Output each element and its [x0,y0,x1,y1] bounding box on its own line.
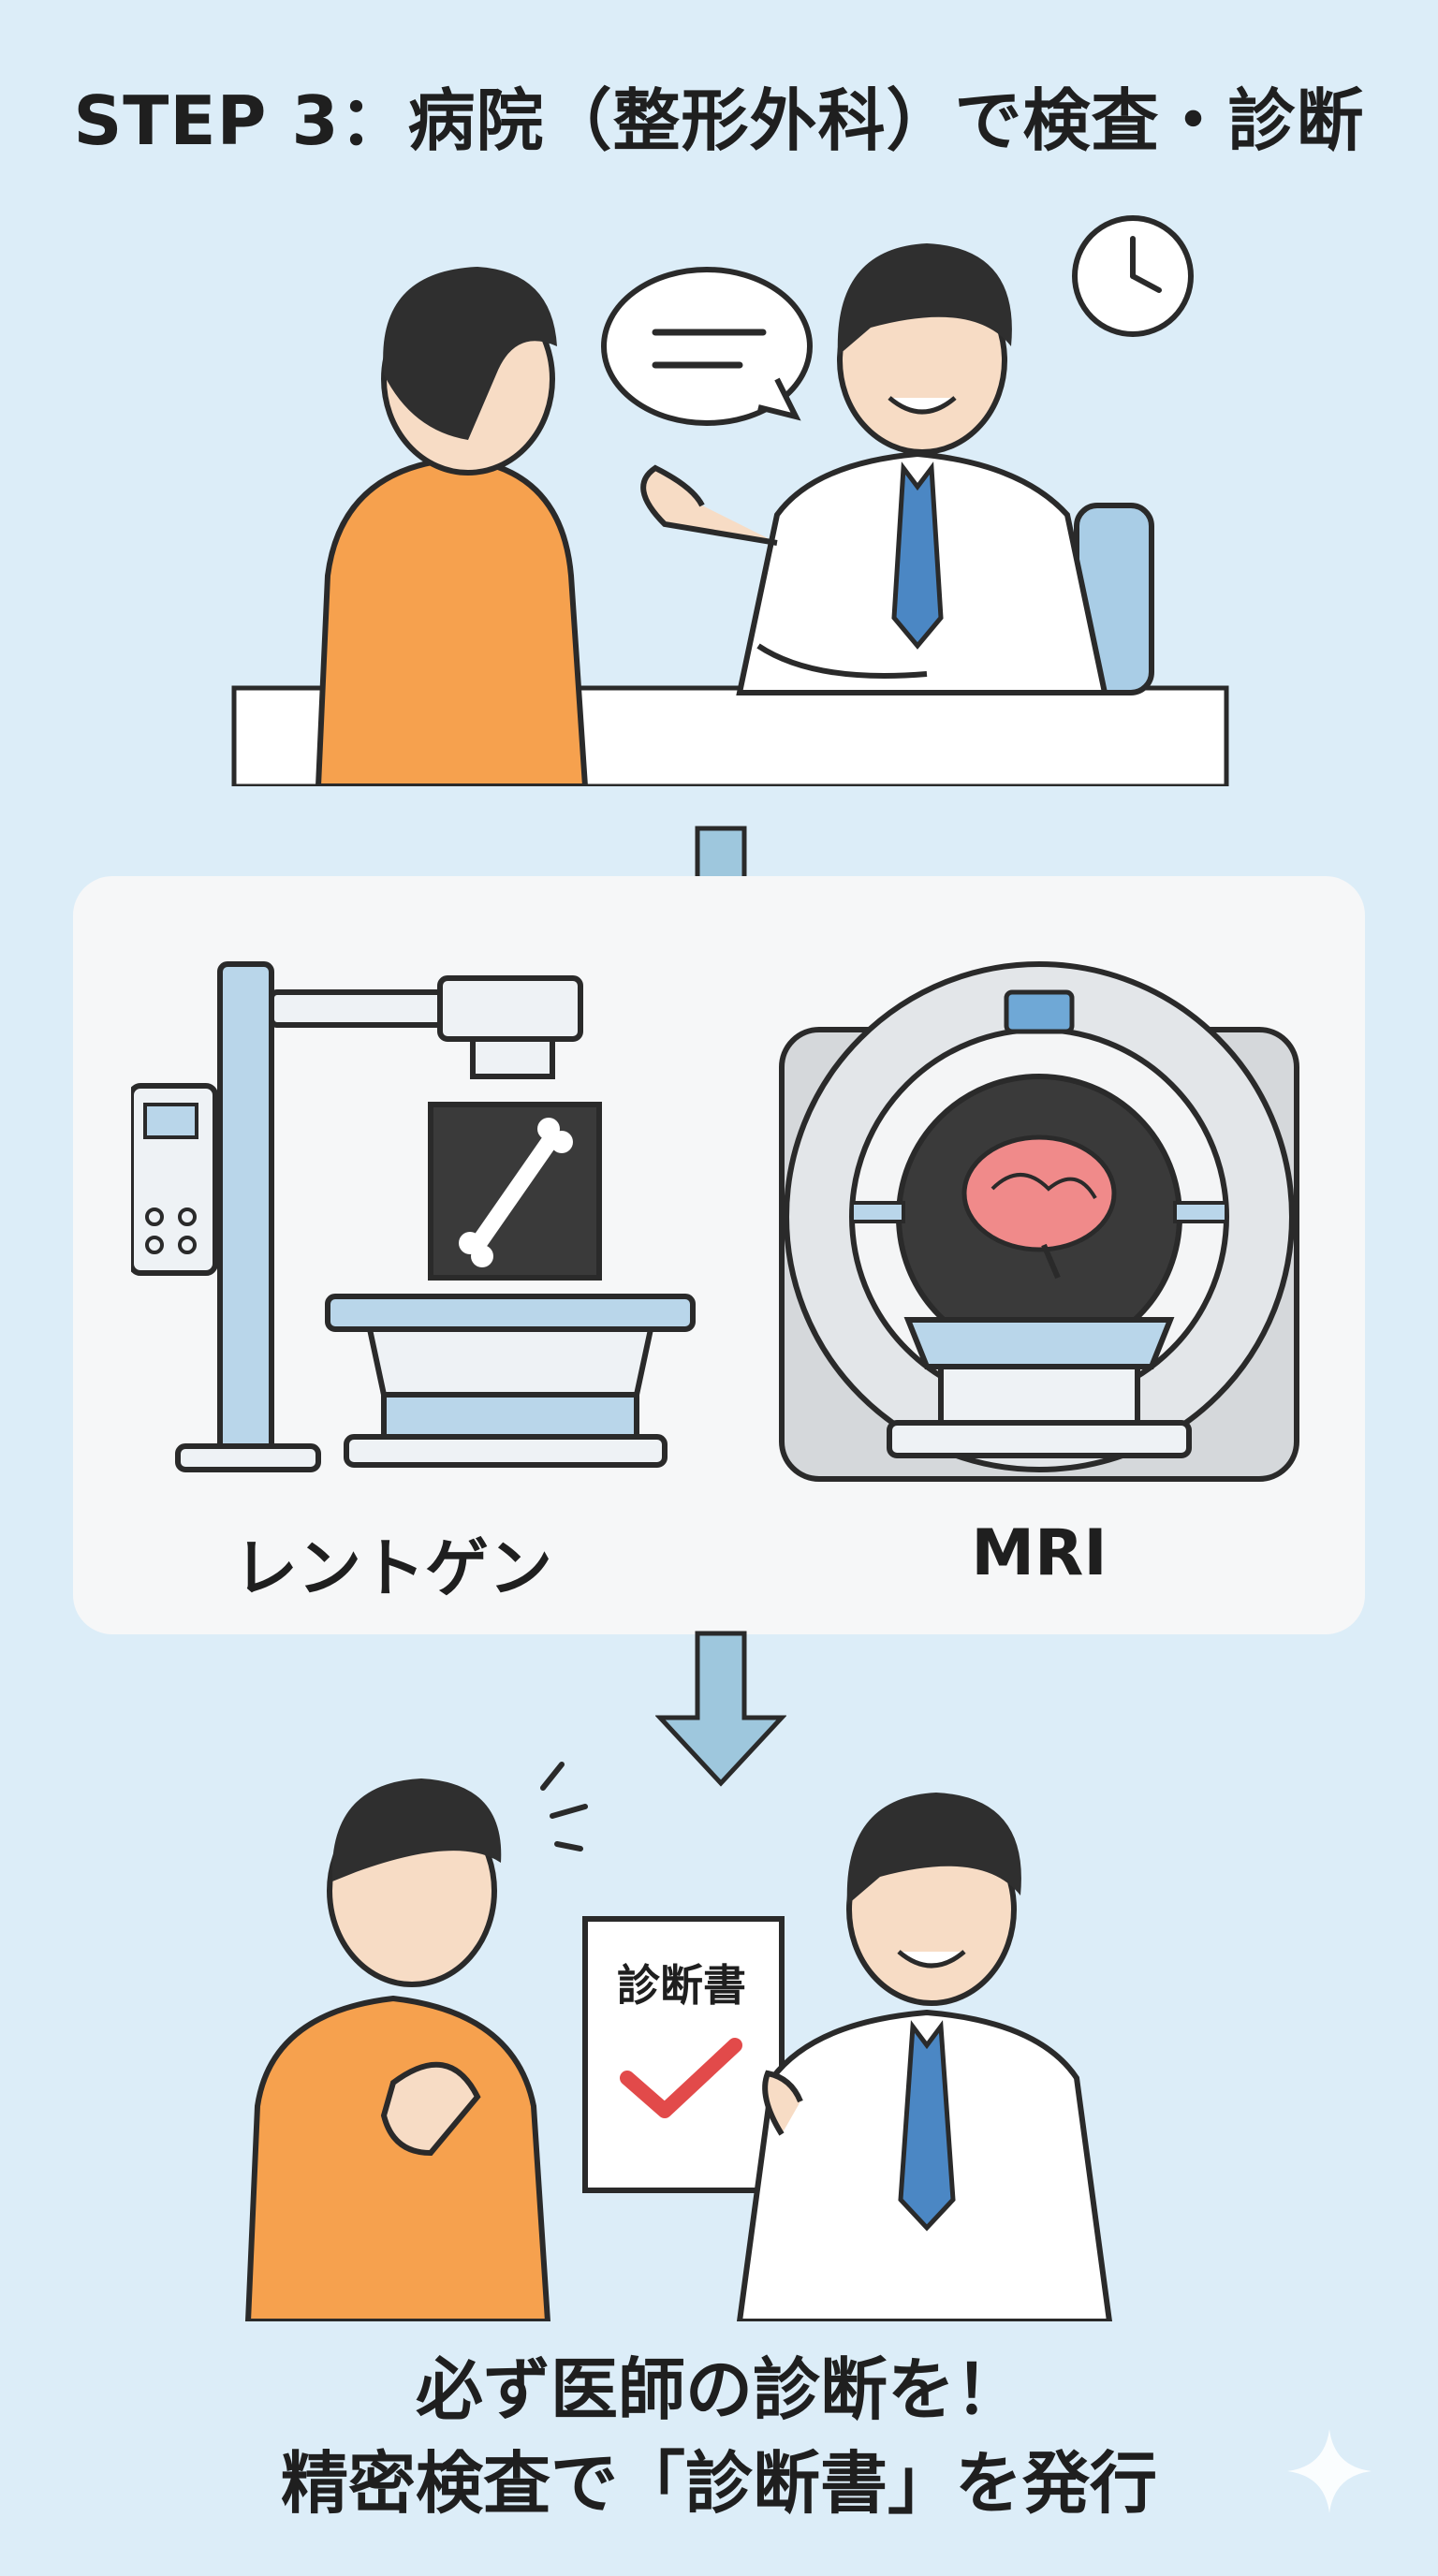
checkmark-icon [620,2038,742,2118]
patient-hair [383,267,557,440]
speech-bubble [601,267,813,426]
patient-hair [331,1778,502,1881]
diagnosis-scene [244,1762,1113,2321]
caption-line-2: 精密検査で「診断書」を発行 [280,2444,1157,2523]
certificate-title: 診断書 [617,1960,746,2011]
emphasis-mark [540,1762,565,1791]
arrow-down-icon [655,1631,786,1787]
patient-body [244,1995,551,2321]
mri-machine-illustration [779,961,1299,1482]
doctor-hand [640,464,778,546]
brain-icon [961,1134,1117,1252]
caption-line-1: 必ず医師の診断を！ [415,2350,1022,2429]
doctor-tie [898,2020,956,2232]
doctor-smile [897,1950,966,1969]
doctor-tie [891,461,944,650]
sparkle-icon [1287,2429,1372,2513]
patient-hand [380,2061,481,2157]
doctor-hair [846,1793,1021,1905]
doctor-hand [762,2070,803,2136]
patient-body [315,455,589,786]
doctor-smile [888,396,957,415]
xray-machine-illustration [131,961,696,1472]
certificate-paper [582,1916,785,2193]
consultation-scene [231,215,1229,786]
page-title: STEP 3：病院（整形外科）で検査・診断 [73,81,1365,160]
xray-label: レントゲン [233,1532,552,1606]
mri-label: MRI [971,1516,1108,1590]
clock-icon [1072,215,1194,337]
doctor-hair [837,243,1012,356]
doctor-arm [756,643,928,679]
